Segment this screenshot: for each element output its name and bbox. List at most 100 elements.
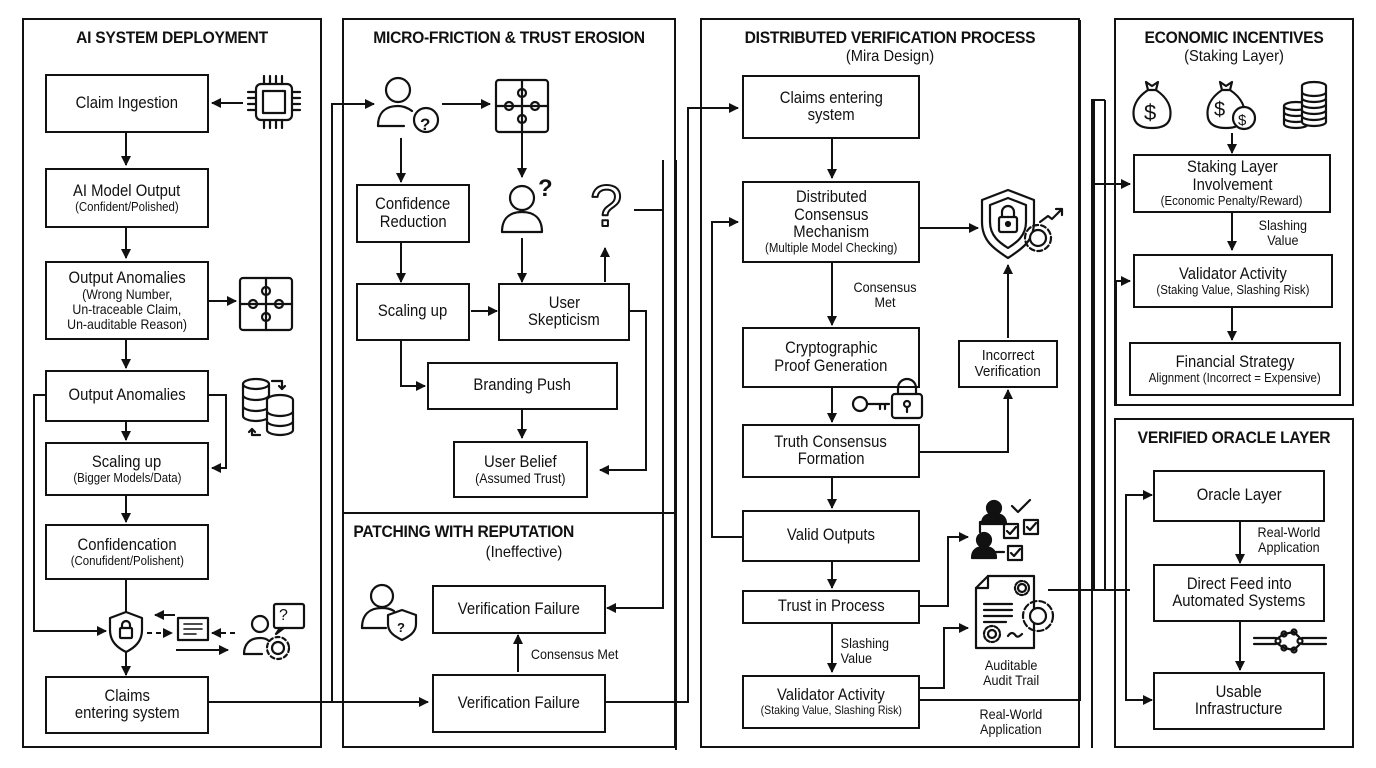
box-title-line: Confidence (375, 195, 451, 214)
box-branding-push[interactable]: Branding Push (427, 362, 618, 410)
arrow-bus-to-oracle (1125, 490, 1153, 590)
box-title-line: Usable (1215, 682, 1263, 701)
arrow-skepticism-to-belief (599, 310, 647, 475)
box-title-line: Incorrect (981, 347, 1035, 365)
box-subtitle: (Confident/Polished) (75, 198, 179, 214)
box-cryptographic-proof[interactable]: Cryptographic Proof Generation (742, 327, 920, 388)
box-subtitle-line: Un-traceable Claim, (72, 300, 182, 317)
label-line: Value (840, 649, 872, 666)
label-real-world-application: Real-World Application (979, 707, 1042, 736)
box-subtitle: (Assumed Trust) (475, 469, 566, 486)
panel-title: AI SYSTEM DEPLOYMENT (76, 28, 268, 47)
box-title-line: Formation (797, 450, 865, 468)
box-title-line: Consensus (793, 205, 869, 224)
box-valid-outputs[interactable]: Valid Outputs (742, 510, 920, 562)
box-title: Valid Outputs (786, 526, 876, 545)
box-title: Output Anomalies (68, 268, 186, 287)
box-output-anomalies[interactable]: Output Anomalies (45, 370, 209, 422)
line-validator-right (919, 20, 1081, 701)
label-line: Value (1267, 231, 1299, 248)
panel-title: DISTRIBUTED VERIFICATION PROCESS (744, 28, 1036, 47)
label-line: Real-World (1257, 524, 1321, 540)
box-direct-feed[interactable]: Direct Feed into Automated Systems (1153, 564, 1325, 622)
box-title: Verification Failure (457, 599, 581, 618)
box-title: Claim Ingestion (75, 93, 179, 112)
label-line: Audit Trail (983, 671, 1040, 688)
box-output-anomalies-detail[interactable]: Output Anomalies (Wrong Number, Un-trace… (45, 261, 209, 340)
box-title: Oracle Layer (1196, 486, 1282, 505)
box-title: AI Model Output (73, 181, 181, 200)
box-oracle-layer[interactable]: Oracle Layer (1153, 470, 1325, 522)
box-claims-entering-system-2[interactable]: Claims entering system (742, 75, 920, 139)
box-subtitle-line: (Wrong Number, (81, 286, 173, 303)
arrow-bus-to-usable (1125, 590, 1153, 705)
arrow-scaling-to-branding (400, 341, 426, 391)
box-truth-consensus[interactable]: Truth Consensus Formation (742, 424, 920, 478)
box-title-line: Staking Layer (1186, 158, 1278, 177)
box-title-line: Cryptographic (784, 339, 878, 358)
panel-title: VERIFIED ORACLE LAYER (1137, 428, 1331, 447)
box-title-line: Involvement (1191, 175, 1273, 194)
label-line: Slashing (840, 635, 890, 651)
panel-ai-system-deployment: AI SYSTEM DEPLOYMENT (22, 18, 322, 748)
box-title-line: Automated Systems (1172, 592, 1306, 610)
box-title-line: Distributed (795, 188, 867, 207)
box-title-line: Claims (104, 686, 150, 705)
box-title: User Belief (484, 452, 557, 471)
box-usable-infrastructure[interactable]: Usable Infrastructure (1153, 672, 1325, 730)
arrow-financial-loop-validator (1115, 276, 1131, 406)
box-verification-failure-top[interactable]: Verification Failure (432, 585, 606, 634)
box-title-line: system (807, 106, 855, 124)
box-user-belief[interactable]: User Belief (Assumed Trust) (453, 441, 588, 498)
box-incorrect-verification[interactable]: Incorrect Verification (958, 340, 1058, 388)
label-auditable-audit-trail: Auditable Audit Trail (983, 658, 1039, 687)
box-confidencation[interactable]: Confidencation (Conufident/Polishent) (45, 524, 209, 580)
box-subtitle: (Bigger Models/Data) (72, 469, 182, 485)
panel-economic-incentives: ECONOMIC INCENTIVES (Staking Layer) (1114, 18, 1354, 406)
box-title: Validator Activity (777, 686, 885, 705)
line-bus-vertical-c (1091, 99, 1105, 748)
box-title: Branding Push (473, 376, 572, 395)
label-line: Met (874, 293, 896, 310)
box-validator-activity-2[interactable]: Validator Activity (Staking Value, Slash… (1133, 254, 1333, 308)
box-title-line: Infrastructure (1195, 700, 1283, 718)
arrow-validator-to-audit (919, 623, 969, 689)
arrow-question-to-vfailure (606, 209, 664, 613)
box-subtitle: (Staking Value, Slashing Risk) (760, 703, 902, 718)
edge-label-consensus-met: Consensus Met (530, 646, 619, 662)
arrow-anomalies2-loop-scaling (209, 394, 227, 473)
label-line: Slashing (1258, 217, 1308, 233)
box-ai-model-output[interactable]: AI Model Output (Confident/Polished) (45, 168, 209, 228)
box-confidence-reduction[interactable]: Confidence Reduction (356, 184, 470, 243)
box-scaling-up-2[interactable]: Scaling up (356, 283, 470, 341)
edge-label-slashing-value-2: Slashing Value (1259, 218, 1307, 247)
arrow-truth-to-incorrect (919, 389, 1013, 453)
label-line: Consensus (853, 279, 917, 295)
box-scaling-up[interactable]: Scaling up (Bigger Models/Data) (45, 442, 209, 496)
box-title: Verification Failure (457, 693, 581, 712)
box-verification-failure-bottom[interactable]: Verification Failure (432, 674, 606, 733)
box-validator-activity[interactable]: Validator Activity (Staking Value, Slash… (742, 675, 920, 729)
box-title-line: User (548, 293, 580, 312)
box-title: Trust in Process (777, 597, 885, 616)
box-title: Financial Strategy (1175, 352, 1295, 371)
box-title-line: Truth Consensus (774, 432, 888, 451)
edge-label-slashing-value: Slashing Value (841, 636, 889, 665)
panel-title: MICRO-FRICTION & TRUST EROSION (373, 28, 645, 47)
box-claim-ingestion[interactable]: Claim Ingestion (45, 74, 209, 133)
box-subtitle: (Staking Value, Slashing Risk) (1156, 281, 1310, 297)
box-title-line: Reduction (379, 212, 447, 231)
label-line: Real-World (979, 706, 1043, 722)
box-staking-involvement[interactable]: Staking Layer Involvement (Economic Pena… (1133, 154, 1331, 213)
label-line: Auditable (984, 657, 1038, 673)
panel-subtitle: (Mira Design) (845, 48, 935, 65)
box-distributed-consensus[interactable]: Distributed Consensus Mechanism (Multipl… (742, 181, 920, 263)
arrow-trust-to-team (919, 532, 969, 607)
box-subtitle-line: Un-auditable Reason) (67, 315, 187, 332)
box-financial-strategy[interactable]: Financial Strategy Alignment (Incorrect … (1129, 342, 1341, 396)
box-user-skepticism[interactable]: User Skepticism (498, 283, 630, 341)
box-claims-entering-system[interactable]: Claims entering system (45, 676, 209, 734)
box-trust-in-process[interactable]: Trust in Process (742, 590, 920, 624)
box-title-line: Mechanism (793, 222, 869, 241)
